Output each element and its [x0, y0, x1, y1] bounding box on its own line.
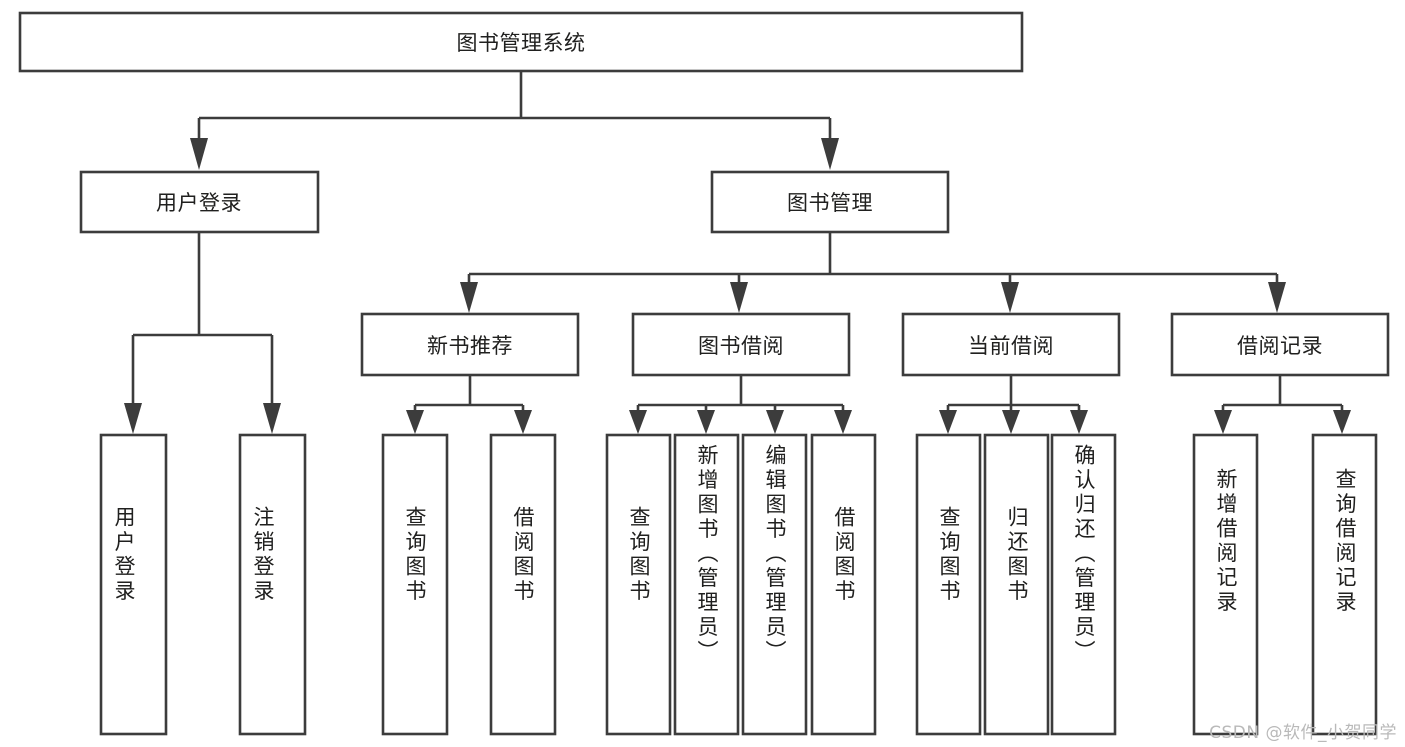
arrow-head-leaf-borrow-book-1 [514, 410, 532, 434]
arrow-head-leaf-query-book-1 [406, 410, 424, 434]
arrow-head-leaf-query-book-2 [629, 410, 647, 434]
leaf-query-book-2-box[interactable] [605, 433, 672, 736]
leaf-add-record-box[interactable] [1192, 433, 1259, 736]
arrow-head-userlogin [190, 138, 208, 170]
node-book-borrow-label: 图书借阅 [698, 334, 784, 358]
arrow-head-bookmgmt [821, 138, 839, 170]
arrow-head-leaf-borrow-book-2 [834, 410, 852, 434]
leaf-edit-book-box[interactable] [741, 433, 808, 736]
node-book-management-box[interactable] [710, 170, 950, 234]
arrow-head-leaf-add-record [1214, 410, 1232, 434]
node-book-management-label: 图书管理 [787, 191, 873, 215]
node-new-book-recommend-box[interactable] [360, 312, 580, 377]
leaf-confirm-return-box[interactable] [1050, 433, 1117, 736]
node-book-borrow-box[interactable] [631, 312, 851, 377]
node-new-book-recommend-label: 新书推荐 [427, 334, 513, 358]
arrow-head-leaf-query-book-3 [939, 410, 957, 434]
arrow-head-currentborrow [1001, 282, 1019, 313]
leaf-add-book-box[interactable] [673, 433, 740, 736]
node-borrow-records-box[interactable] [1170, 312, 1390, 377]
node-root-box[interactable] [18, 11, 1024, 73]
leaf-query-record-box[interactable] [1311, 433, 1378, 736]
node-current-borrow-label: 当前借阅 [968, 334, 1054, 358]
arrow-head-leaf-edit-book [766, 410, 784, 434]
leaf-borrow-book-2-box[interactable] [810, 433, 877, 736]
arrow-head-leaf-confirm-return [1070, 410, 1088, 434]
arrow-head-leaf-return-book [1002, 410, 1020, 434]
leaf-return-book-box[interactable] [983, 433, 1050, 736]
leaf-user-login-box[interactable] [99, 433, 168, 736]
leaf-logout-box[interactable] [238, 433, 307, 736]
arrow-head-borrowrecords [1268, 282, 1286, 313]
arrow-head-newbook [460, 282, 478, 313]
leaf-borrow-book-1-box[interactable] [489, 433, 557, 736]
leaf-query-book-1-box[interactable] [381, 433, 449, 736]
arrow-head-leaf-add-book [697, 410, 715, 434]
watermark-text: CSDN @软件_小贺同学 [1209, 723, 1397, 743]
node-user-login-label: 用户登录 [156, 191, 242, 215]
leaf-query-book-3-box[interactable] [915, 433, 982, 736]
node-borrow-records-label: 借阅记录 [1237, 334, 1323, 358]
node-root-label: 图书管理系统 [457, 31, 586, 55]
arrow-head-leaf-logout [263, 403, 281, 434]
arrow-head-bookborrow [730, 282, 748, 313]
arrow-head-leaf-query-record [1333, 410, 1351, 434]
arrow-head-leaf-user-login [124, 403, 142, 434]
node-current-borrow-box[interactable] [901, 312, 1121, 377]
